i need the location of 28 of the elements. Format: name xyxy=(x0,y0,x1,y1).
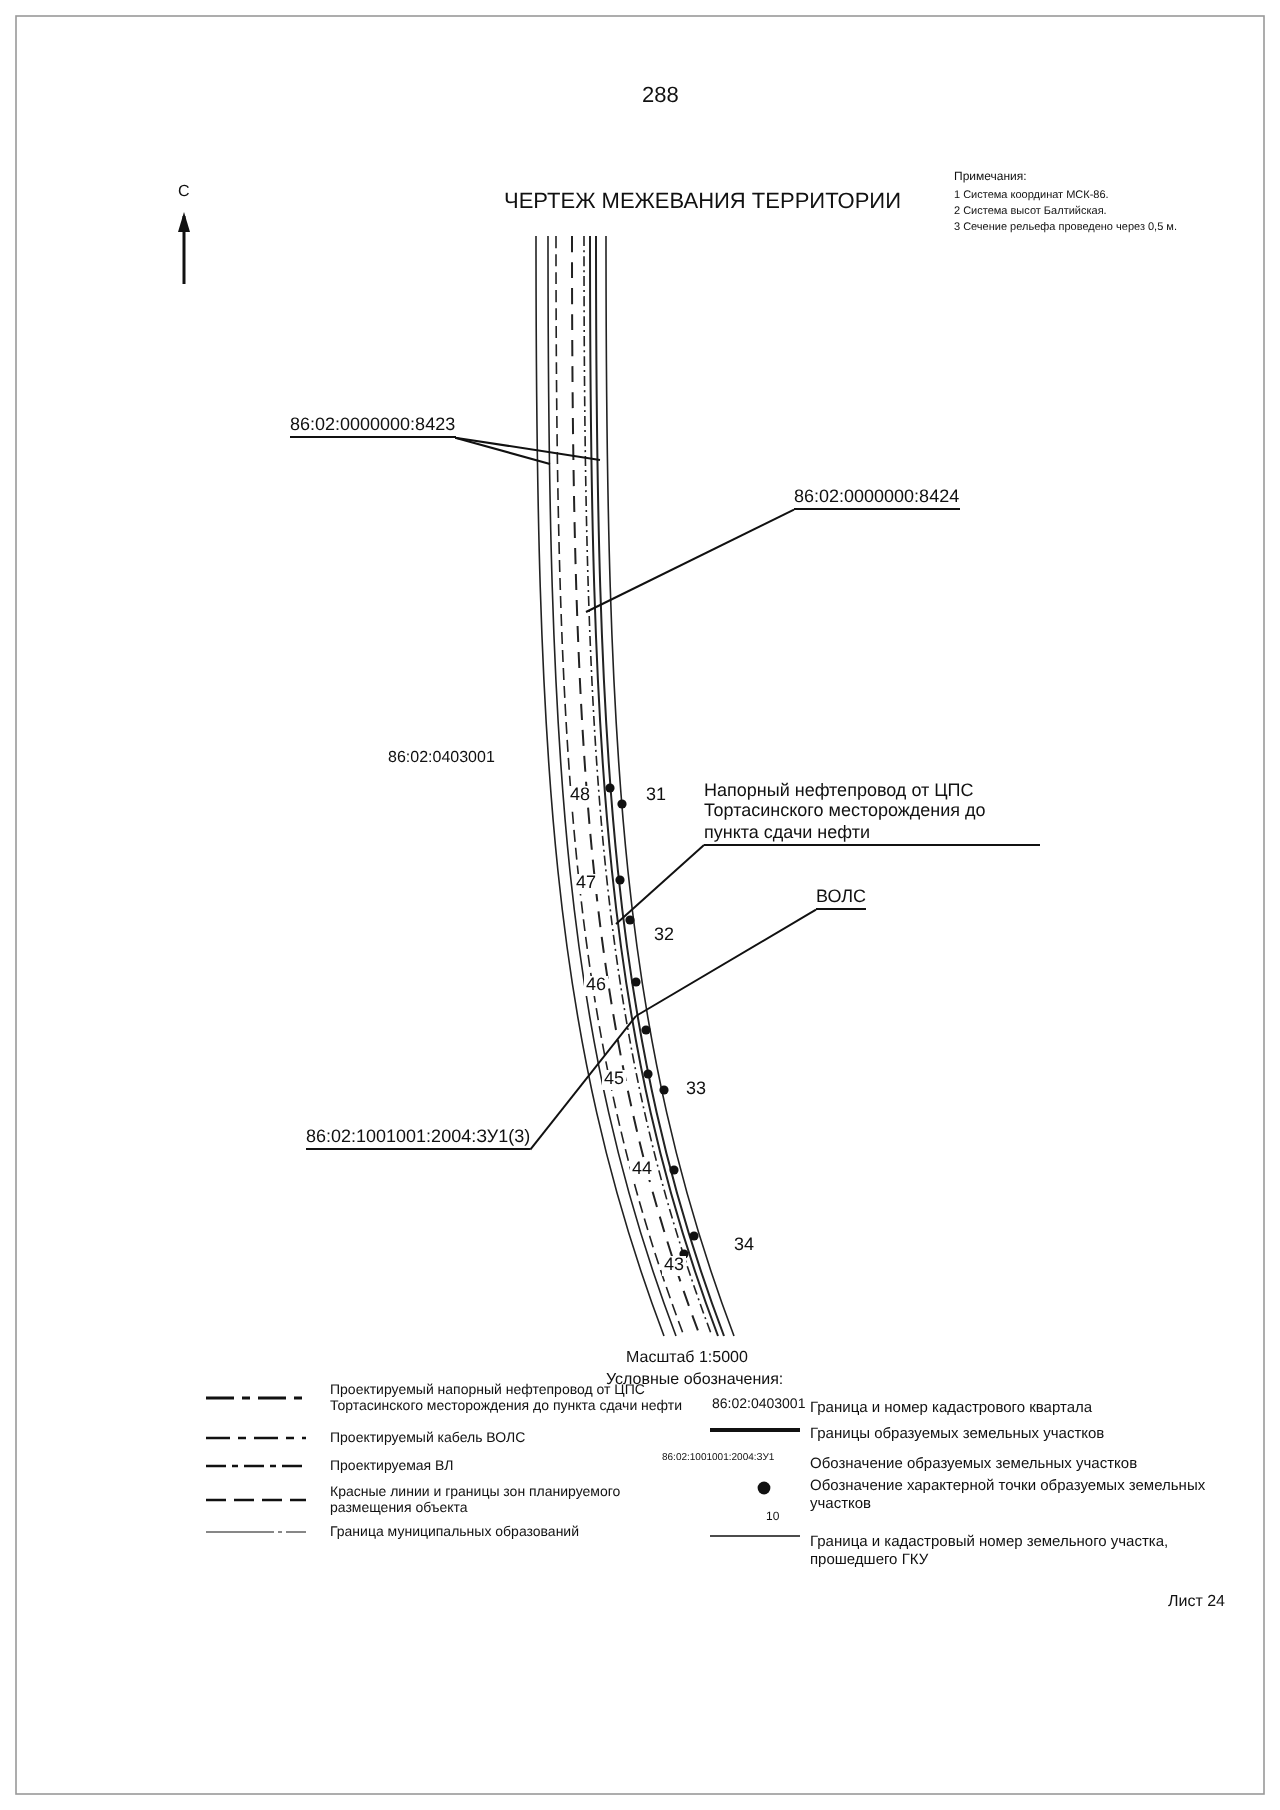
point-number: 31 xyxy=(644,786,669,806)
point-number: 46 xyxy=(584,976,609,996)
title: ЧЕРТЕЖ МЕЖЕВАНИЯ ТЕРРИТОРИИ xyxy=(504,190,901,215)
note-text: Масштаб 1:5000 xyxy=(624,1350,750,1368)
leader-line xyxy=(585,508,795,613)
leader-line xyxy=(454,436,551,465)
callout-label: 86:02:1001001:2004:ЗУ1(3) xyxy=(306,1126,531,1151)
page-number: 288 xyxy=(640,84,681,109)
point-number: 32 xyxy=(652,926,677,946)
callout-label: ВОЛС xyxy=(816,886,867,911)
note-text: Лист 24 xyxy=(1166,1594,1228,1612)
callout-label: 86:02:0000000:8424 xyxy=(794,486,960,511)
point-number: 45 xyxy=(602,1070,627,1090)
leader-line xyxy=(635,908,817,1017)
north-label: С xyxy=(176,184,192,202)
leader-line xyxy=(615,844,705,925)
callout-label: 86:02:0000000:8423 xyxy=(290,414,456,439)
callout-label: Напорный нефтепровод от ЦПС Тортасинского месторождения до пункта сдачи нефти xyxy=(704,780,1040,847)
leader-line xyxy=(454,436,601,461)
point-number: 43 xyxy=(662,1256,687,1276)
point-number: 47 xyxy=(574,874,599,894)
point-number: 48 xyxy=(568,786,593,806)
note-text: 86:02:0403001 xyxy=(386,750,497,768)
point-number: 34 xyxy=(732,1236,757,1256)
note-text: Условные обозначения: xyxy=(606,1372,786,1388)
leader-line xyxy=(529,1015,637,1151)
point-number: 44 xyxy=(630,1160,655,1180)
point-number: 33 xyxy=(684,1080,709,1100)
